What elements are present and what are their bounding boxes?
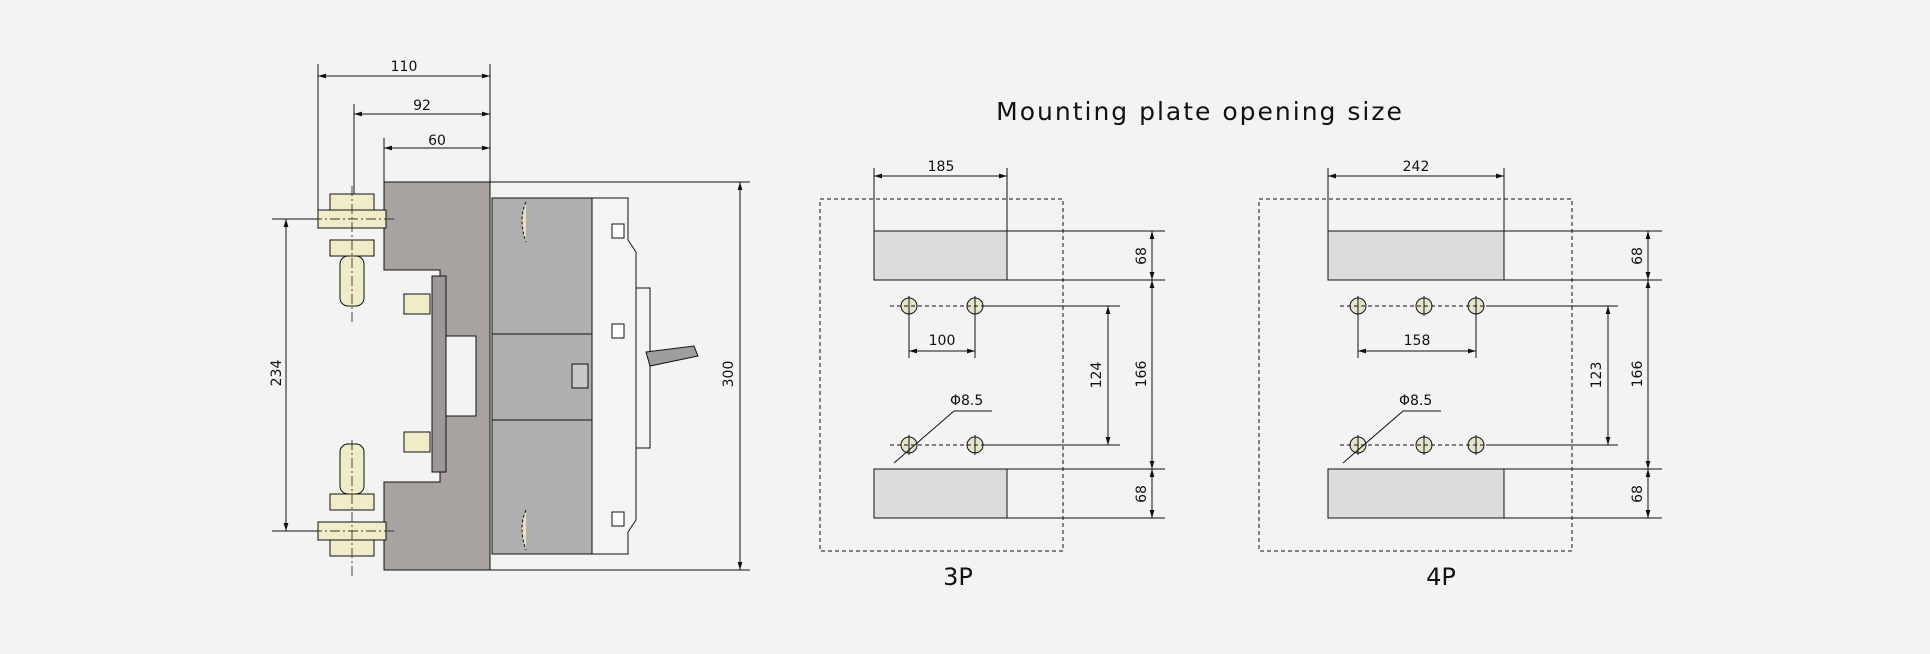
dim-92: 92 bbox=[413, 98, 431, 114]
dim-4p-123: 123 bbox=[1589, 362, 1605, 389]
dim-4p-68-top: 68 bbox=[1630, 247, 1646, 265]
dim-110: 110 bbox=[391, 59, 418, 75]
plate-4p: 242 158 123 166 68 68 Φ8.5 4P bbox=[1258, 159, 1662, 591]
opening-4p-top bbox=[1327, 230, 1505, 281]
bottom-stud bbox=[339, 443, 365, 495]
screw-bottom bbox=[403, 431, 431, 453]
caption-3p: 3P bbox=[943, 563, 973, 591]
body-section-top bbox=[491, 197, 593, 335]
arc-mark-bottom bbox=[521, 509, 527, 551]
caption-4p: 4P bbox=[1426, 563, 1456, 591]
dim-60: 60 bbox=[428, 133, 446, 149]
cover-slot-mid bbox=[611, 323, 625, 339]
opening-3p-top bbox=[873, 230, 1008, 281]
dim-3p-185: 185 bbox=[928, 159, 955, 175]
plate-3p: 185 100 124 166 68 68 Φ8.5 3P bbox=[819, 159, 1165, 591]
breaker-side-view: 110 92 60 234 300 bbox=[269, 59, 750, 576]
screw-top bbox=[403, 293, 431, 315]
dim-3p-124: 124 bbox=[1089, 362, 1105, 389]
opening-4p-bottom bbox=[1327, 468, 1505, 519]
breaker-handle bbox=[645, 345, 699, 367]
body-section-bottom bbox=[491, 419, 593, 555]
dim-4p-158: 158 bbox=[1404, 333, 1431, 349]
mounting-bar bbox=[431, 275, 447, 473]
cover-latch bbox=[571, 363, 589, 389]
plate-3p-outline bbox=[819, 198, 1064, 552]
opening-3p-bottom bbox=[873, 468, 1008, 519]
drawing-title: Mounting plate opening size bbox=[996, 97, 1404, 126]
breaker-cover bbox=[591, 197, 637, 555]
plate-4p-outline bbox=[1258, 198, 1573, 552]
dim-234: 234 bbox=[269, 360, 285, 387]
dim-3p-100: 100 bbox=[929, 333, 956, 349]
dim-4p-68-bottom: 68 bbox=[1630, 485, 1646, 503]
cover-slot-top bbox=[611, 223, 625, 239]
dim-4p-242: 242 bbox=[1403, 159, 1430, 175]
dim-3p-166: 166 bbox=[1134, 361, 1150, 388]
cover-slot-bottom bbox=[611, 511, 625, 527]
hole-4p-diameter: Φ8.5 bbox=[1399, 393, 1432, 409]
dim-4p-166: 166 bbox=[1630, 361, 1646, 388]
dim-3p-68-bottom: 68 bbox=[1134, 485, 1150, 503]
hole-3p-diameter: Φ8.5 bbox=[950, 393, 983, 409]
handle-base bbox=[635, 287, 651, 449]
dim-300: 300 bbox=[721, 361, 737, 388]
dim-3p-68-top: 68 bbox=[1134, 247, 1150, 265]
arc-mark-top bbox=[521, 201, 527, 243]
